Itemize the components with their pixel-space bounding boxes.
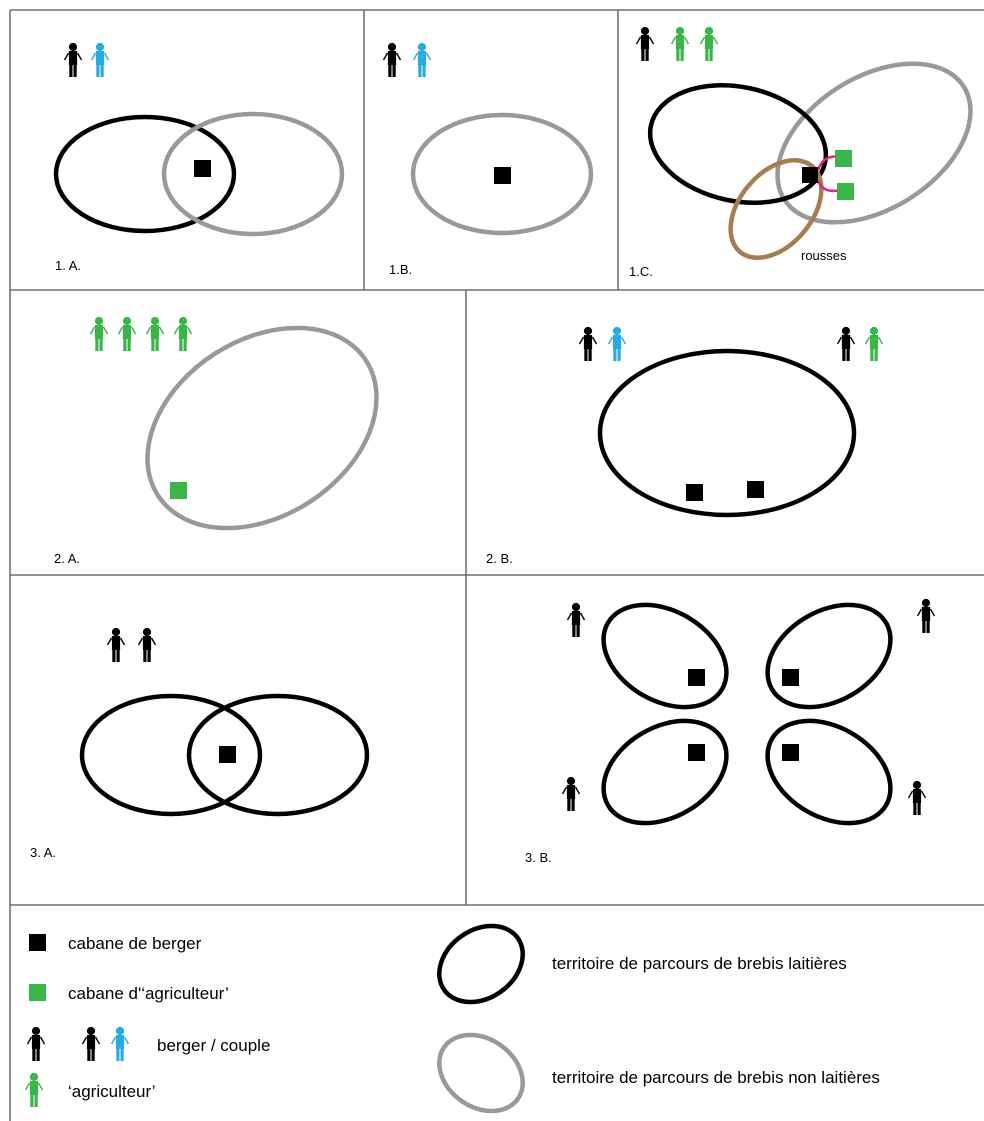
farmer-hut-icon — [170, 482, 187, 499]
panel-label: 1.B. — [389, 262, 412, 277]
panel-1b: 1.B. — [382, 42, 594, 277]
panel-3a: 3. A. — [30, 627, 370, 860]
shepherd-icon — [26, 1026, 46, 1062]
milk-range-ellipse — [79, 693, 263, 817]
legend-milk-territory: territoire de parcours de brebis laitièr… — [552, 954, 847, 973]
milk-range-ellipse — [437, 923, 525, 1005]
shepherd-icon — [635, 26, 655, 62]
partner-icon — [412, 42, 432, 78]
rousses-label: rousses — [801, 248, 847, 263]
panel-2b: 2. B. — [486, 326, 884, 566]
shepherd-icon — [578, 326, 598, 362]
shepherd-hut-icon — [782, 669, 799, 686]
farmer-icon — [864, 326, 884, 362]
rousses-range-ellipse — [728, 158, 824, 260]
shepherd-hut-icon — [802, 167, 818, 183]
farmer-icon — [699, 26, 719, 62]
farmer-icon — [117, 316, 137, 352]
shepherd-hut-icon — [747, 481, 764, 498]
shepherd-icon — [382, 42, 402, 78]
farmer-icon — [24, 1072, 44, 1108]
legend: cabane de berger cabane d'‘agriculteur’ … — [24, 923, 880, 1114]
milk-range-ellipse — [186, 693, 370, 817]
panel-2a: 2. A. — [54, 316, 379, 566]
shepherd-hut-icon — [688, 669, 705, 686]
shepherd-icon — [106, 627, 126, 663]
shepherd-icon — [836, 326, 856, 362]
panel-1c: rousses 1.C. — [629, 26, 973, 279]
shepherd-hut-icon — [782, 744, 799, 761]
shepherd-icon — [566, 602, 586, 638]
legend-farmer-hut: cabane d'‘agriculteur’ — [68, 984, 229, 1003]
legend-shepherd-couple: berger / couple — [157, 1036, 270, 1055]
panel-3b: 3. B. — [525, 598, 936, 865]
shepherd-hut-icon — [688, 744, 705, 761]
non-milk-range-ellipse — [437, 1032, 525, 1114]
non-milk-range-ellipse — [410, 112, 594, 236]
farmer-hut-icon — [837, 183, 854, 200]
shepherd-icon — [137, 627, 157, 663]
shepherd-icon — [916, 598, 936, 634]
panel-label: 1.C. — [629, 264, 653, 279]
farmer-hut-icon — [29, 984, 46, 1001]
milk-range-ellipse — [601, 718, 729, 826]
non-milk-range-ellipse — [775, 61, 973, 225]
milk-range-ellipse — [647, 83, 829, 205]
partner-icon — [607, 326, 627, 362]
panel-label: 3. A. — [30, 845, 56, 860]
panel-label: 2. A. — [54, 551, 80, 566]
legend-shepherd-hut: cabane de berger — [68, 934, 202, 953]
non-milk-range-ellipse — [145, 325, 379, 531]
milk-range-ellipse — [765, 602, 893, 710]
milk-range-ellipse — [765, 718, 893, 826]
shepherd-hut-icon — [29, 934, 46, 951]
shepherd-hut-icon — [686, 484, 703, 501]
milk-range-ellipse — [601, 602, 729, 710]
non-milk-range-ellipse — [161, 111, 345, 237]
partner-icon — [110, 1026, 130, 1062]
partner-icon — [90, 42, 110, 78]
farmer-icon — [145, 316, 165, 352]
panel-label: 2. B. — [486, 551, 513, 566]
farmer-icon — [173, 316, 193, 352]
shepherd-icon — [907, 780, 927, 816]
shepherd-hut-icon — [219, 746, 236, 763]
legend-non-milk-territory: territoire de parcours de brebis non lai… — [552, 1068, 880, 1087]
shepherd-icon — [81, 1026, 101, 1062]
panel-grid — [9, 9, 984, 1121]
panel-label: 3. B. — [525, 850, 552, 865]
legend-farmer: ‘agriculteur’ — [68, 1082, 156, 1101]
shepherd-icon — [63, 42, 83, 78]
farmer-hut-icon — [835, 150, 852, 167]
milk-range-ellipse — [597, 348, 857, 518]
shepherd-hut-icon — [194, 160, 211, 177]
shepherd-hut-icon — [494, 167, 511, 184]
milk-range-ellipse — [53, 114, 237, 234]
panel-label: 1. A. — [55, 258, 81, 273]
shepherd-icon — [561, 776, 581, 812]
farmer-icon — [89, 316, 109, 352]
farmer-icon — [670, 26, 690, 62]
panel-1a: 1. A. — [53, 42, 345, 273]
